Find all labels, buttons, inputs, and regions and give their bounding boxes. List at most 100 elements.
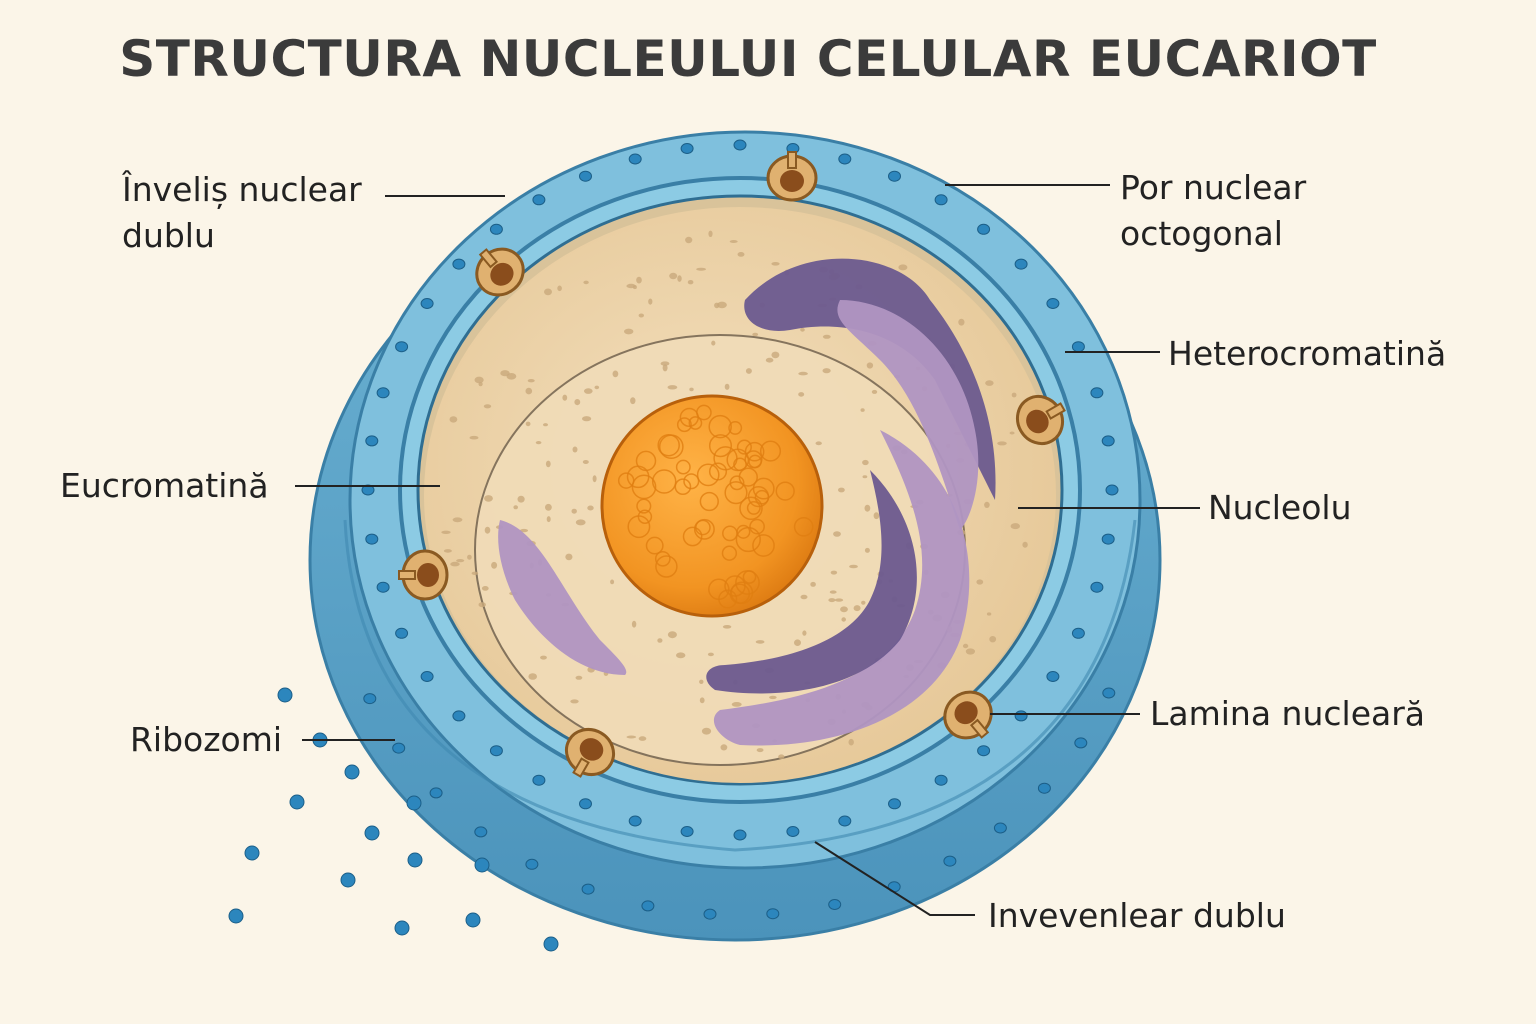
- envelope-dot: [1071, 627, 1085, 639]
- envelope-dot: [452, 710, 466, 722]
- nucleolus-granule: [746, 500, 761, 515]
- free-ribosome: [340, 872, 356, 888]
- envelope-dot: [641, 900, 655, 912]
- speckle: [707, 652, 714, 657]
- nucleolus-granule: [688, 416, 703, 430]
- nucleolus-granule: [631, 474, 657, 500]
- nuclear-pore: [766, 151, 818, 202]
- nucleolus-granule: [747, 485, 770, 508]
- speckle: [478, 602, 486, 608]
- speckle: [525, 421, 531, 427]
- speckle: [584, 388, 593, 394]
- speckle: [687, 280, 694, 285]
- free-ribosome: [407, 852, 423, 868]
- envelope-dot: [888, 798, 901, 810]
- speckle: [853, 605, 861, 612]
- speckle: [829, 590, 837, 594]
- envelope-dot: [680, 826, 694, 837]
- speckle: [630, 397, 636, 405]
- envelope-dot: [532, 774, 546, 786]
- envelope-dot: [429, 787, 443, 799]
- speckle: [441, 530, 451, 534]
- speckle: [711, 340, 716, 346]
- speckle: [798, 371, 808, 376]
- envelope-dot: [395, 341, 409, 353]
- envelope-dot: [943, 855, 957, 867]
- envelope-dot: [977, 223, 991, 235]
- speckle: [543, 423, 548, 427]
- envelope-dot: [395, 627, 409, 639]
- speckle: [862, 459, 869, 466]
- speckle: [828, 598, 836, 603]
- speckle: [769, 695, 777, 700]
- envelope-dot: [766, 908, 780, 920]
- label-nucleolus: Nucleolu: [1208, 488, 1352, 527]
- free-ribosome: [474, 857, 490, 873]
- nucleolus-granule: [736, 439, 752, 455]
- speckle: [525, 387, 533, 395]
- speckle: [833, 531, 841, 537]
- speckle: [562, 394, 568, 401]
- speckle: [571, 508, 577, 514]
- speckle: [798, 392, 805, 397]
- speckle: [701, 727, 712, 735]
- free-ribosome: [543, 936, 559, 952]
- speckle: [610, 579, 615, 585]
- speckle: [545, 460, 551, 468]
- nuclear-pore: [564, 727, 616, 778]
- speckle: [491, 561, 498, 569]
- speckle: [528, 673, 537, 680]
- pore-stem: [398, 570, 416, 580]
- speckle: [583, 280, 589, 285]
- nucleolus-granule: [708, 434, 733, 458]
- nucleolus-granule: [749, 518, 765, 535]
- nuclear-pore: [398, 549, 449, 601]
- speckle: [582, 416, 592, 422]
- nucleolus-granule: [744, 450, 763, 469]
- speckle: [810, 581, 816, 587]
- pore-stem: [572, 757, 590, 778]
- speckle: [815, 441, 822, 446]
- nucleolus-granule: [742, 570, 757, 584]
- nucleolus-granule: [627, 515, 651, 539]
- pore-channel: [490, 262, 514, 286]
- speckle: [540, 655, 547, 660]
- label-bottom-envelope: Invevenlear dublu: [988, 896, 1286, 935]
- nucleolus-granule: [724, 481, 748, 505]
- speckle: [636, 276, 642, 284]
- free-ribosome: [289, 794, 305, 810]
- nucleolus-granule: [651, 469, 677, 494]
- speckle: [731, 702, 742, 707]
- envelope-dot: [1105, 484, 1119, 496]
- speckle: [1022, 541, 1028, 548]
- envelope-dot: [786, 826, 800, 837]
- nucleolus-granule: [759, 440, 782, 462]
- speckle: [986, 612, 992, 616]
- page-title: STRUCTURA NUCLEULUI CELULAR EUCARIOT: [119, 30, 1377, 88]
- nucleolus-granule: [636, 498, 652, 514]
- speckle: [594, 385, 600, 390]
- speckle: [575, 519, 586, 526]
- speckle: [626, 283, 636, 289]
- speckle: [898, 264, 908, 271]
- nucleolus-granule: [696, 463, 720, 487]
- envelope-dot: [888, 170, 901, 182]
- free-ribosome: [394, 920, 410, 936]
- speckle: [669, 272, 678, 280]
- speckle: [545, 503, 552, 511]
- nucleolus-granule: [752, 477, 775, 500]
- speckle: [841, 617, 846, 622]
- nuclear-pores: [398, 151, 1066, 778]
- speckle: [517, 495, 525, 503]
- envelope-dot: [1090, 581, 1104, 593]
- speckle: [778, 754, 785, 759]
- speckle: [483, 404, 492, 409]
- envelope-dot: [579, 170, 592, 182]
- envelope-dot: [392, 742, 406, 754]
- nuclear-pore: [475, 247, 525, 297]
- speckle: [456, 559, 465, 563]
- nucleolus-granule: [683, 473, 700, 490]
- speckle: [771, 262, 780, 266]
- nuclear-pore: [943, 690, 993, 740]
- speckle: [755, 640, 765, 644]
